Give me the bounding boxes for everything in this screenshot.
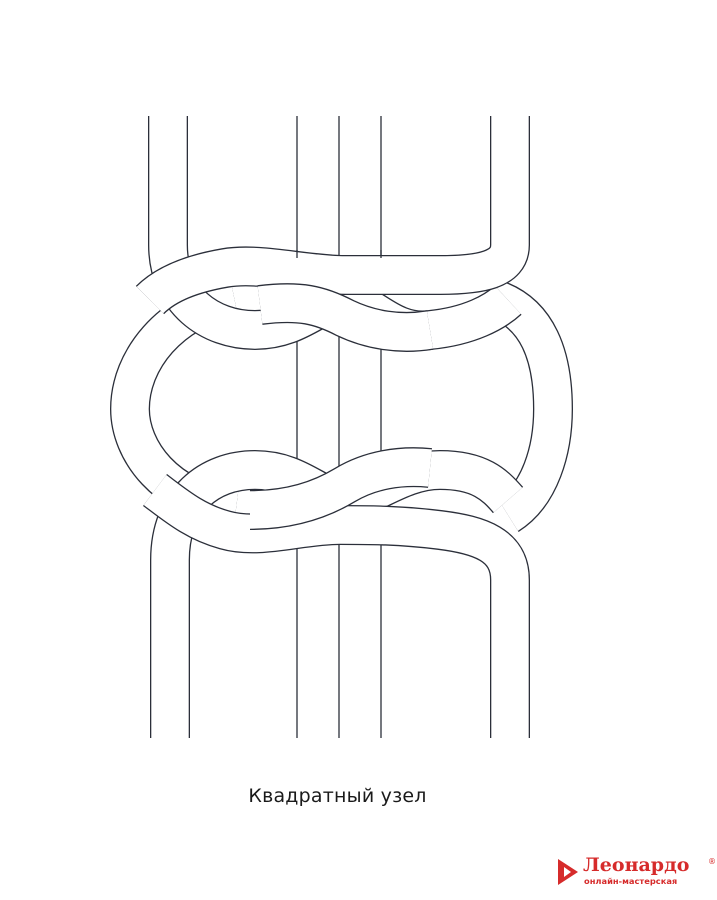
registered-mark: ® [708,857,716,866]
lower-diagonal-over-core-fill [249,448,432,529]
square-knot-diagram [110,116,573,738]
brand-logo[interactable]: Леонардо ® онлайн-мастерская [556,855,716,891]
upper-ring-cord-fill [482,278,572,531]
upper-diagonal-over-core-fill [257,284,434,351]
upper-right-working-cord-fill [136,116,529,314]
lower-right-working-cord-fill [143,475,529,738]
brand-tagline: онлайн-мастерская [584,876,678,886]
brand-name: Леонардо [583,854,690,876]
diagram-caption: Квадратный узел [248,785,427,807]
play-triangle-icon [558,859,578,885]
